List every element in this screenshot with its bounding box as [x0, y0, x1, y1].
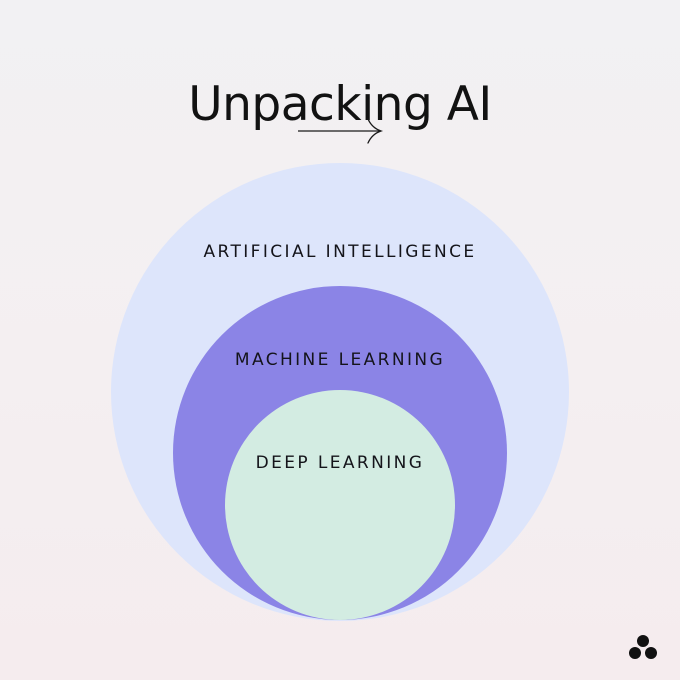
- circle-deep-learning: [225, 390, 455, 620]
- page-title: Unpacking AI: [188, 77, 492, 133]
- label-machine-learning: MACHINE LEARNING: [234, 350, 446, 370]
- label-artificial-intelligence: ARTIFICIAL INTELLIGENCE: [203, 242, 477, 262]
- asana-logo-icon: [629, 635, 657, 659]
- arrow-right-icon: [298, 118, 384, 144]
- label-deep-learning: DEEP LEARNING: [255, 453, 425, 473]
